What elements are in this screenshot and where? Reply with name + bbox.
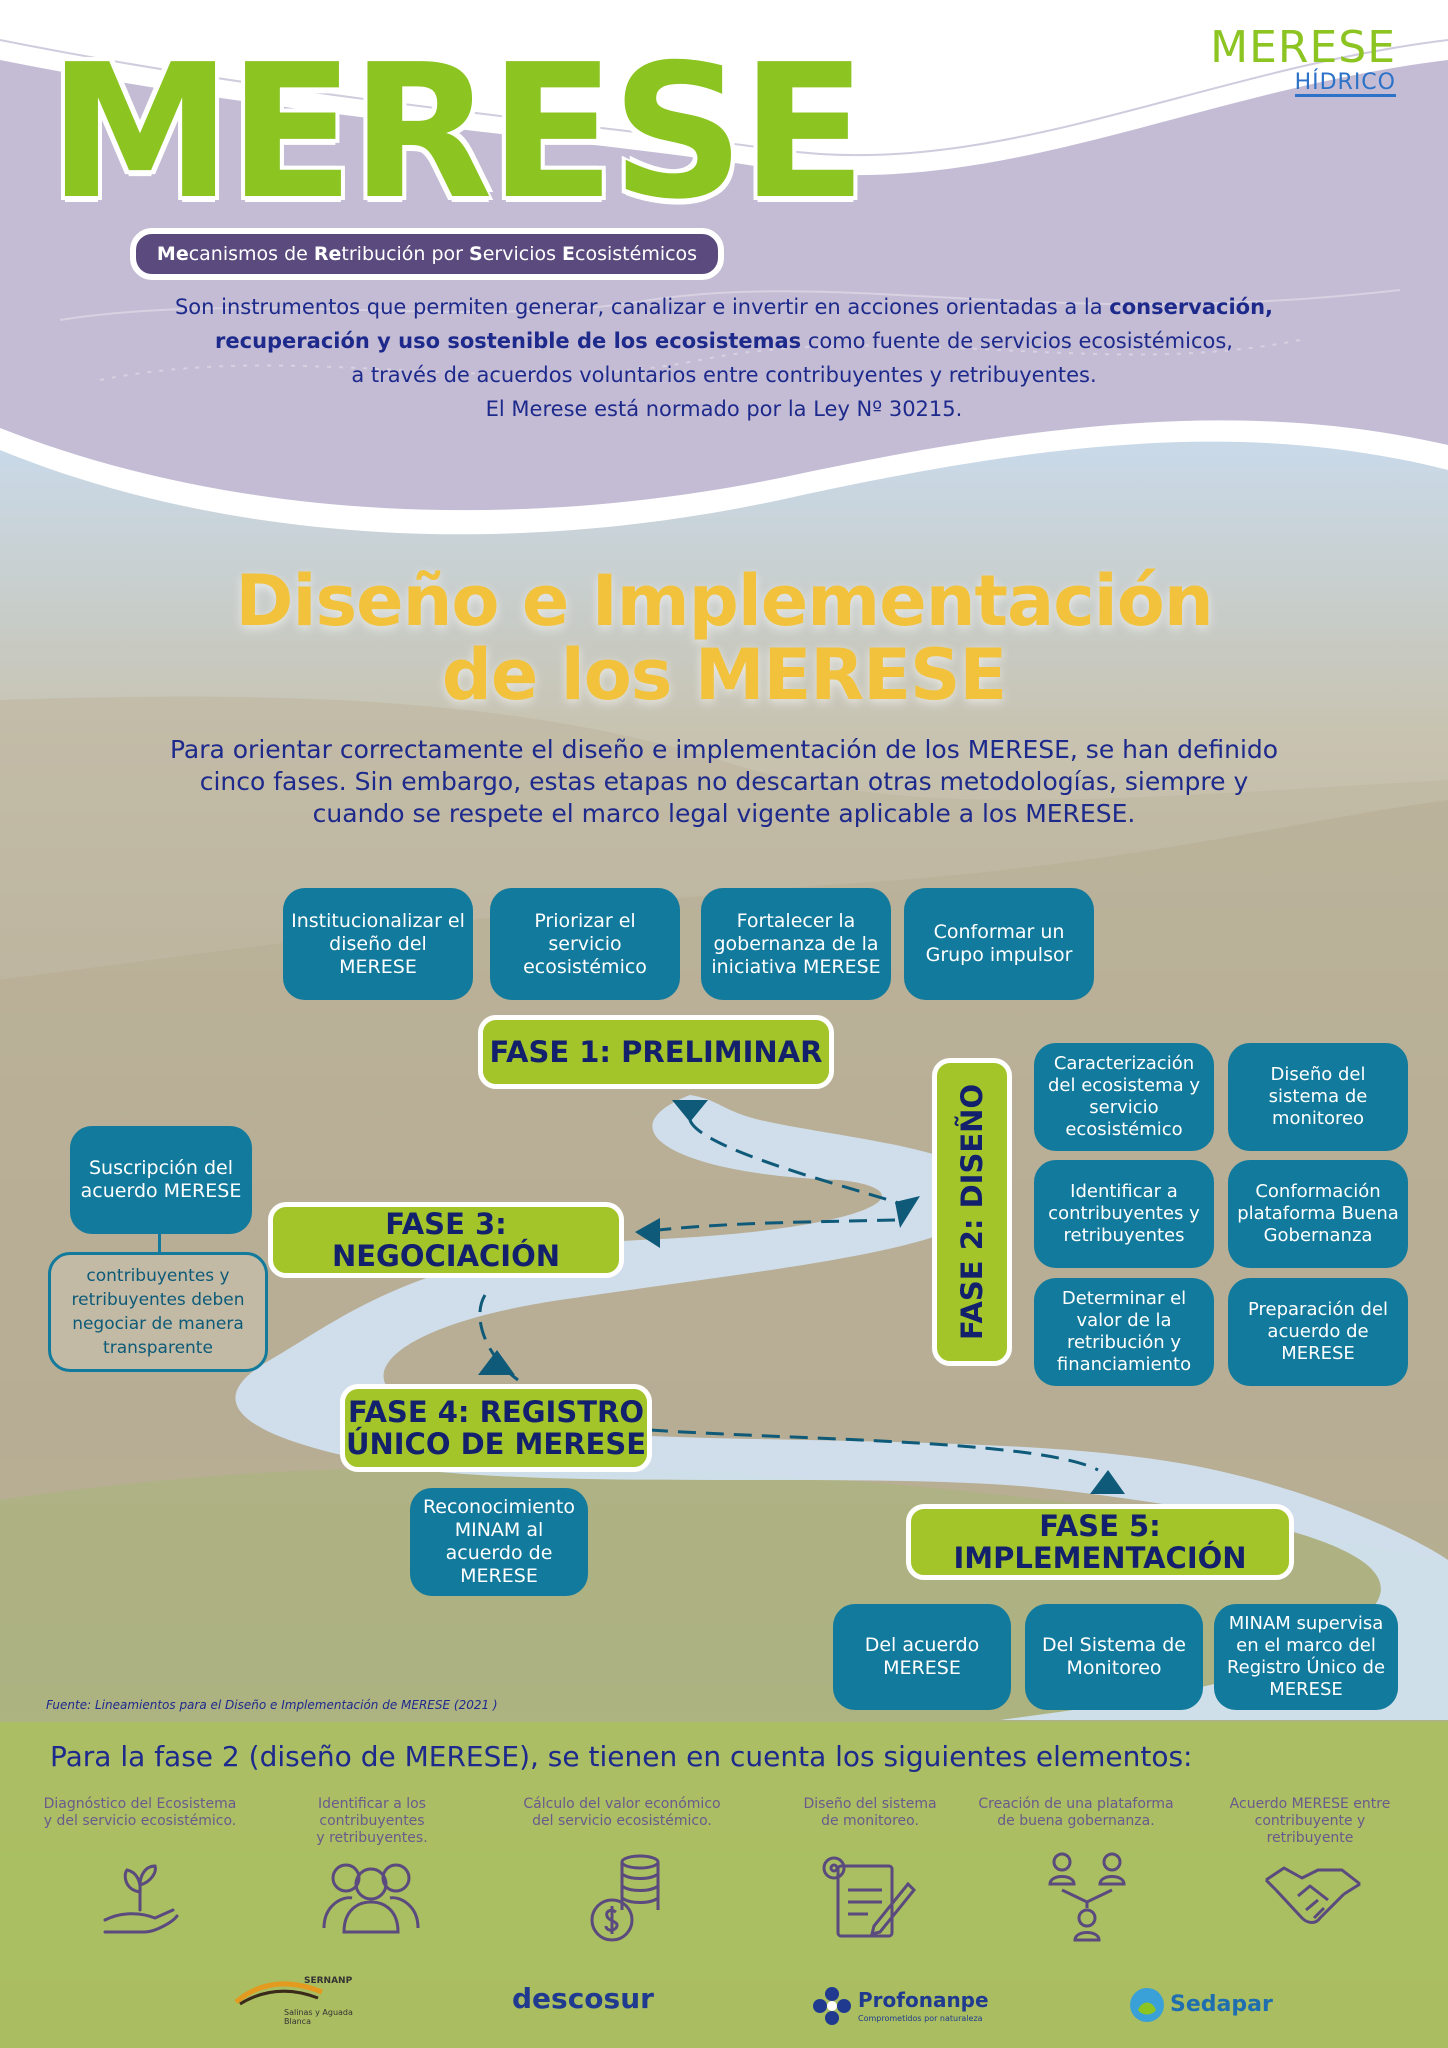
intro-bold: recuperación y uso sostenible de los eco… [215,329,802,353]
fase1-item: Fortalecer la gobernanza de la iniciativ… [701,888,891,1000]
logo-main-text: MERESE [1210,22,1396,73]
sernanp-subtext: Salinas y Aguada Blanca [284,2008,353,2026]
sernanp-logo: SERNANP Salinas y Aguada Blanca [232,1976,353,2032]
fase2-item: Conformación plataforma Buena Gobernanza [1228,1160,1408,1268]
header-band [0,0,1448,535]
intro-text: a través de acuerdos voluntarios entre c… [351,363,1097,387]
caption-line: Cálculo del valor económico [523,1796,721,1812]
handshake-icon [1264,1866,1361,1924]
fase3-note: contribuyentes y retribuyentes deben neg… [48,1252,268,1372]
source-note: Fuente: Lineamientos para el Diseño e Im… [46,1698,498,1712]
fase2-item: Preparación del acuerdo de MERESE [1228,1278,1408,1386]
section-title-line: de los MERESE [441,634,1008,716]
caption-line: Acuerdo MERESE entre [1229,1796,1391,1812]
sedapar-text: Sedapar [1170,1992,1273,2017]
caption-line: de buena gobernanza. [997,1813,1155,1829]
bottom-title: Para la fase 2 (diseño de MERESE), se ti… [50,1740,1193,1773]
fase4-label-line: FASE 4: REGISTRO [348,1395,644,1429]
caption-line: y del servicio ecosistémico. [43,1813,237,1829]
fase1-item: Priorizar el servicio ecosistémico [490,888,680,1000]
fase4-label: FASE 4: REGISTRO ÚNICO DE MERESE [340,1384,652,1472]
network-people-icon [1048,1852,1126,1942]
caption-line: Diseño del sistema [803,1796,937,1812]
caption-line: Diagnóstico del Ecosistema [43,1796,237,1812]
descosur-logo: descosur [512,1982,654,2015]
coins-icon [590,1854,660,1942]
plant-hand-icon [103,1864,179,1934]
section-desc-line: Para orientar correctamente el diseño e … [169,735,1279,764]
fase1-label: FASE 1: PRELIMINAR [478,1015,834,1089]
caption-line: de monitoreo. [821,1813,919,1829]
sedapar-logo: Sedapar [1128,1986,1288,2026]
fase5-label: FASE 5: IMPLEMENTACIÓN [906,1504,1294,1580]
fase2-label: FASE 2: DISEÑO [932,1058,1012,1366]
acronym-part: cosistémicos [575,243,698,265]
acronym-pill: Mecanismos de Retribución por Servicios … [130,228,724,280]
fase4-box: Reconocimiento MINAM al acuerdo de MERES… [410,1488,588,1596]
merese-hidrico-logo: MERESE HÍDRICO [1210,24,1396,97]
fase4-label-line: ÚNICO DE MERESE [345,1427,647,1461]
intro-text: Son instrumentos que permiten generar, c… [174,295,1110,319]
connector-line [158,1234,161,1252]
intro-paragraph: Son instrumentos que permiten generar, c… [120,290,1328,426]
section-description: Para orientar correctamente el diseño e … [120,734,1328,830]
fase2-item: Diseño del sistema de monitoreo [1228,1043,1408,1151]
acronym-part: tribución por [341,243,470,265]
fase2-item: Determinar el valor de la retribución y … [1034,1278,1214,1386]
acronym-part: E [562,243,576,265]
section-desc-line: cuando se respete el marco legal vigente… [312,799,1136,828]
fase1-item: Conformar un Grupo impulsor [904,888,1094,1000]
fase5-item: Del Sistema de Monitoreo [1025,1604,1203,1710]
acronym-part: S [469,243,483,265]
acronym-part: Me [156,243,189,265]
caption-line: contribuyente y retribuyente [1254,1813,1366,1846]
profonanpe-subtext: Comprometidos por naturaleza [858,2014,983,2023]
fase5-item: MINAM supervisa en el marco del Registro… [1214,1604,1398,1710]
caption-line: y retribuyentes. [316,1830,428,1846]
profonanpe-logo: Profonanpe Comprometidos por naturaleza [812,1986,1012,2030]
people-group-icon [322,1863,420,1934]
fase3-box: Suscripción del acuerdo MERESE [70,1126,252,1234]
sedapar-drop-icon [1130,1988,1164,2022]
section-title-line: Diseño e Implementación [235,560,1213,642]
caption-line: Creación de una plataforma [978,1796,1174,1812]
main-title: MERESE [48,24,867,240]
sernanp-text: SERNANP [304,1976,353,1986]
intro-text: como fuente de servicios ecosistémicos, [801,329,1233,353]
logo-sub-text: HÍDRICO [1294,70,1396,97]
fase2-item: Identificar a contribuyentes y retribuye… [1034,1160,1214,1268]
section-title: Diseño e Implementación de los MERESE [0,564,1448,712]
acronym-part: ervicios [482,243,563,265]
fase1-item: Institucionalizar el diseño del MERESE [283,888,473,1000]
acronym-part: canismos de [188,243,314,265]
section-desc-line: cinco fases. Sin embargo, estas etapas n… [199,767,1249,796]
sernanp-mountain-icon [234,1981,323,2006]
fase2-item: Caracterización del ecosistema y servici… [1034,1043,1214,1151]
caption-line: Identificar a los contribuyentes [318,1796,426,1829]
intro-bold: conservación, [1109,295,1274,319]
document-gear-icon [822,1856,917,1938]
fase3-label: FASE 3: NEGOCIACIÓN [268,1202,624,1278]
caption-line: del servicio ecosistémico. [532,1813,712,1829]
profonanpe-text: Profonanpe [858,1988,989,2012]
intro-text: El Merese está normado por la Ley Nº 302… [485,397,963,421]
profonanpe-flower-icon [813,1987,851,2025]
fase5-item: Del acuerdo MERESE [833,1604,1011,1710]
acronym-part: Re [313,243,342,265]
